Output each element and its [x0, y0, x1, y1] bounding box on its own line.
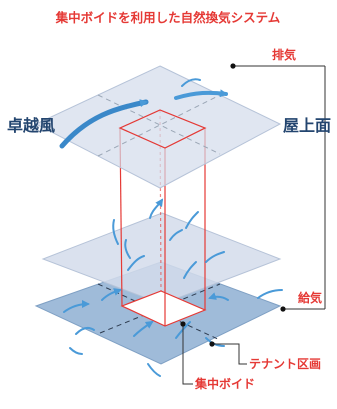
prevailing-wind-label: 卓越風	[7, 116, 55, 135]
prevailing-wind-arrow	[59, 99, 149, 149]
roof-grid	[97, 94, 221, 157]
void-top-outline	[118, 109, 207, 149]
rooftop-label: 屋上面	[283, 116, 331, 135]
exhaust-label: 排気	[272, 47, 296, 62]
tenant-area-label: テナント区画	[249, 357, 321, 371]
airflow-swirls	[63, 198, 283, 377]
supply-label: 給気	[298, 290, 322, 305]
wind-exit-arrow	[174, 89, 228, 100]
roof-plane	[34, 65, 282, 189]
diagram-title: 集中ボイドを利用した自然換気システム	[55, 10, 281, 25]
leader-lines	[182, 65, 325, 385]
central-void-label: 集中ボイド	[194, 376, 255, 391]
leader-dots	[180, 63, 286, 347]
wind-swirl-arrow	[181, 78, 201, 87]
